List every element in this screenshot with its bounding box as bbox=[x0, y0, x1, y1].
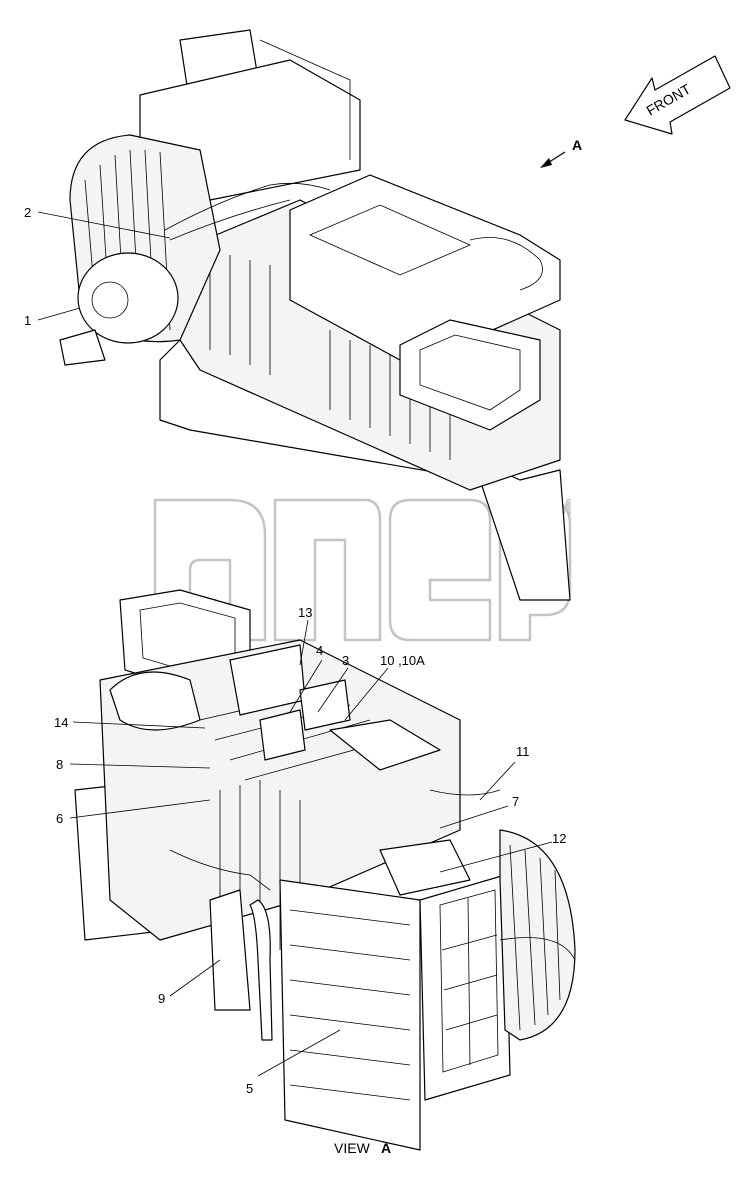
callout-8: 8 bbox=[56, 757, 63, 772]
callout-5: 5 bbox=[246, 1081, 253, 1096]
front-direction-arrow: FRONT bbox=[624, 55, 731, 135]
callout-7: 7 bbox=[512, 794, 519, 809]
view-a-arrow-label: A bbox=[572, 137, 582, 153]
callout-4: 4 bbox=[316, 643, 323, 658]
callout-13: 13 bbox=[298, 605, 312, 620]
view-a-arrow: A bbox=[540, 137, 582, 168]
callout-3: 3 bbox=[342, 653, 349, 668]
callout-14: 14 bbox=[54, 715, 68, 730]
hvac-unit-view-a bbox=[74, 589, 576, 1151]
callout-12: 12 bbox=[552, 831, 566, 846]
callout-6: 6 bbox=[56, 811, 63, 826]
callout-10: 10 ,10A bbox=[380, 653, 425, 668]
view-title: VIEW A bbox=[334, 1140, 391, 1156]
callout-leaders bbox=[37, 211, 553, 1077]
callout-labels: 1 2 3 4 5 6 7 8 9 10 ,10A 11 12 13 14 bbox=[24, 205, 566, 1096]
callout-9: 9 bbox=[158, 991, 165, 1006]
view-title-letter: A bbox=[381, 1140, 391, 1156]
callout-2: 2 bbox=[24, 205, 31, 220]
callout-1: 1 bbox=[24, 313, 31, 328]
view-title-prefix: VIEW bbox=[334, 1140, 371, 1156]
hvac-unit-top-view bbox=[59, 29, 571, 601]
callout-11: 11 bbox=[516, 744, 530, 759]
